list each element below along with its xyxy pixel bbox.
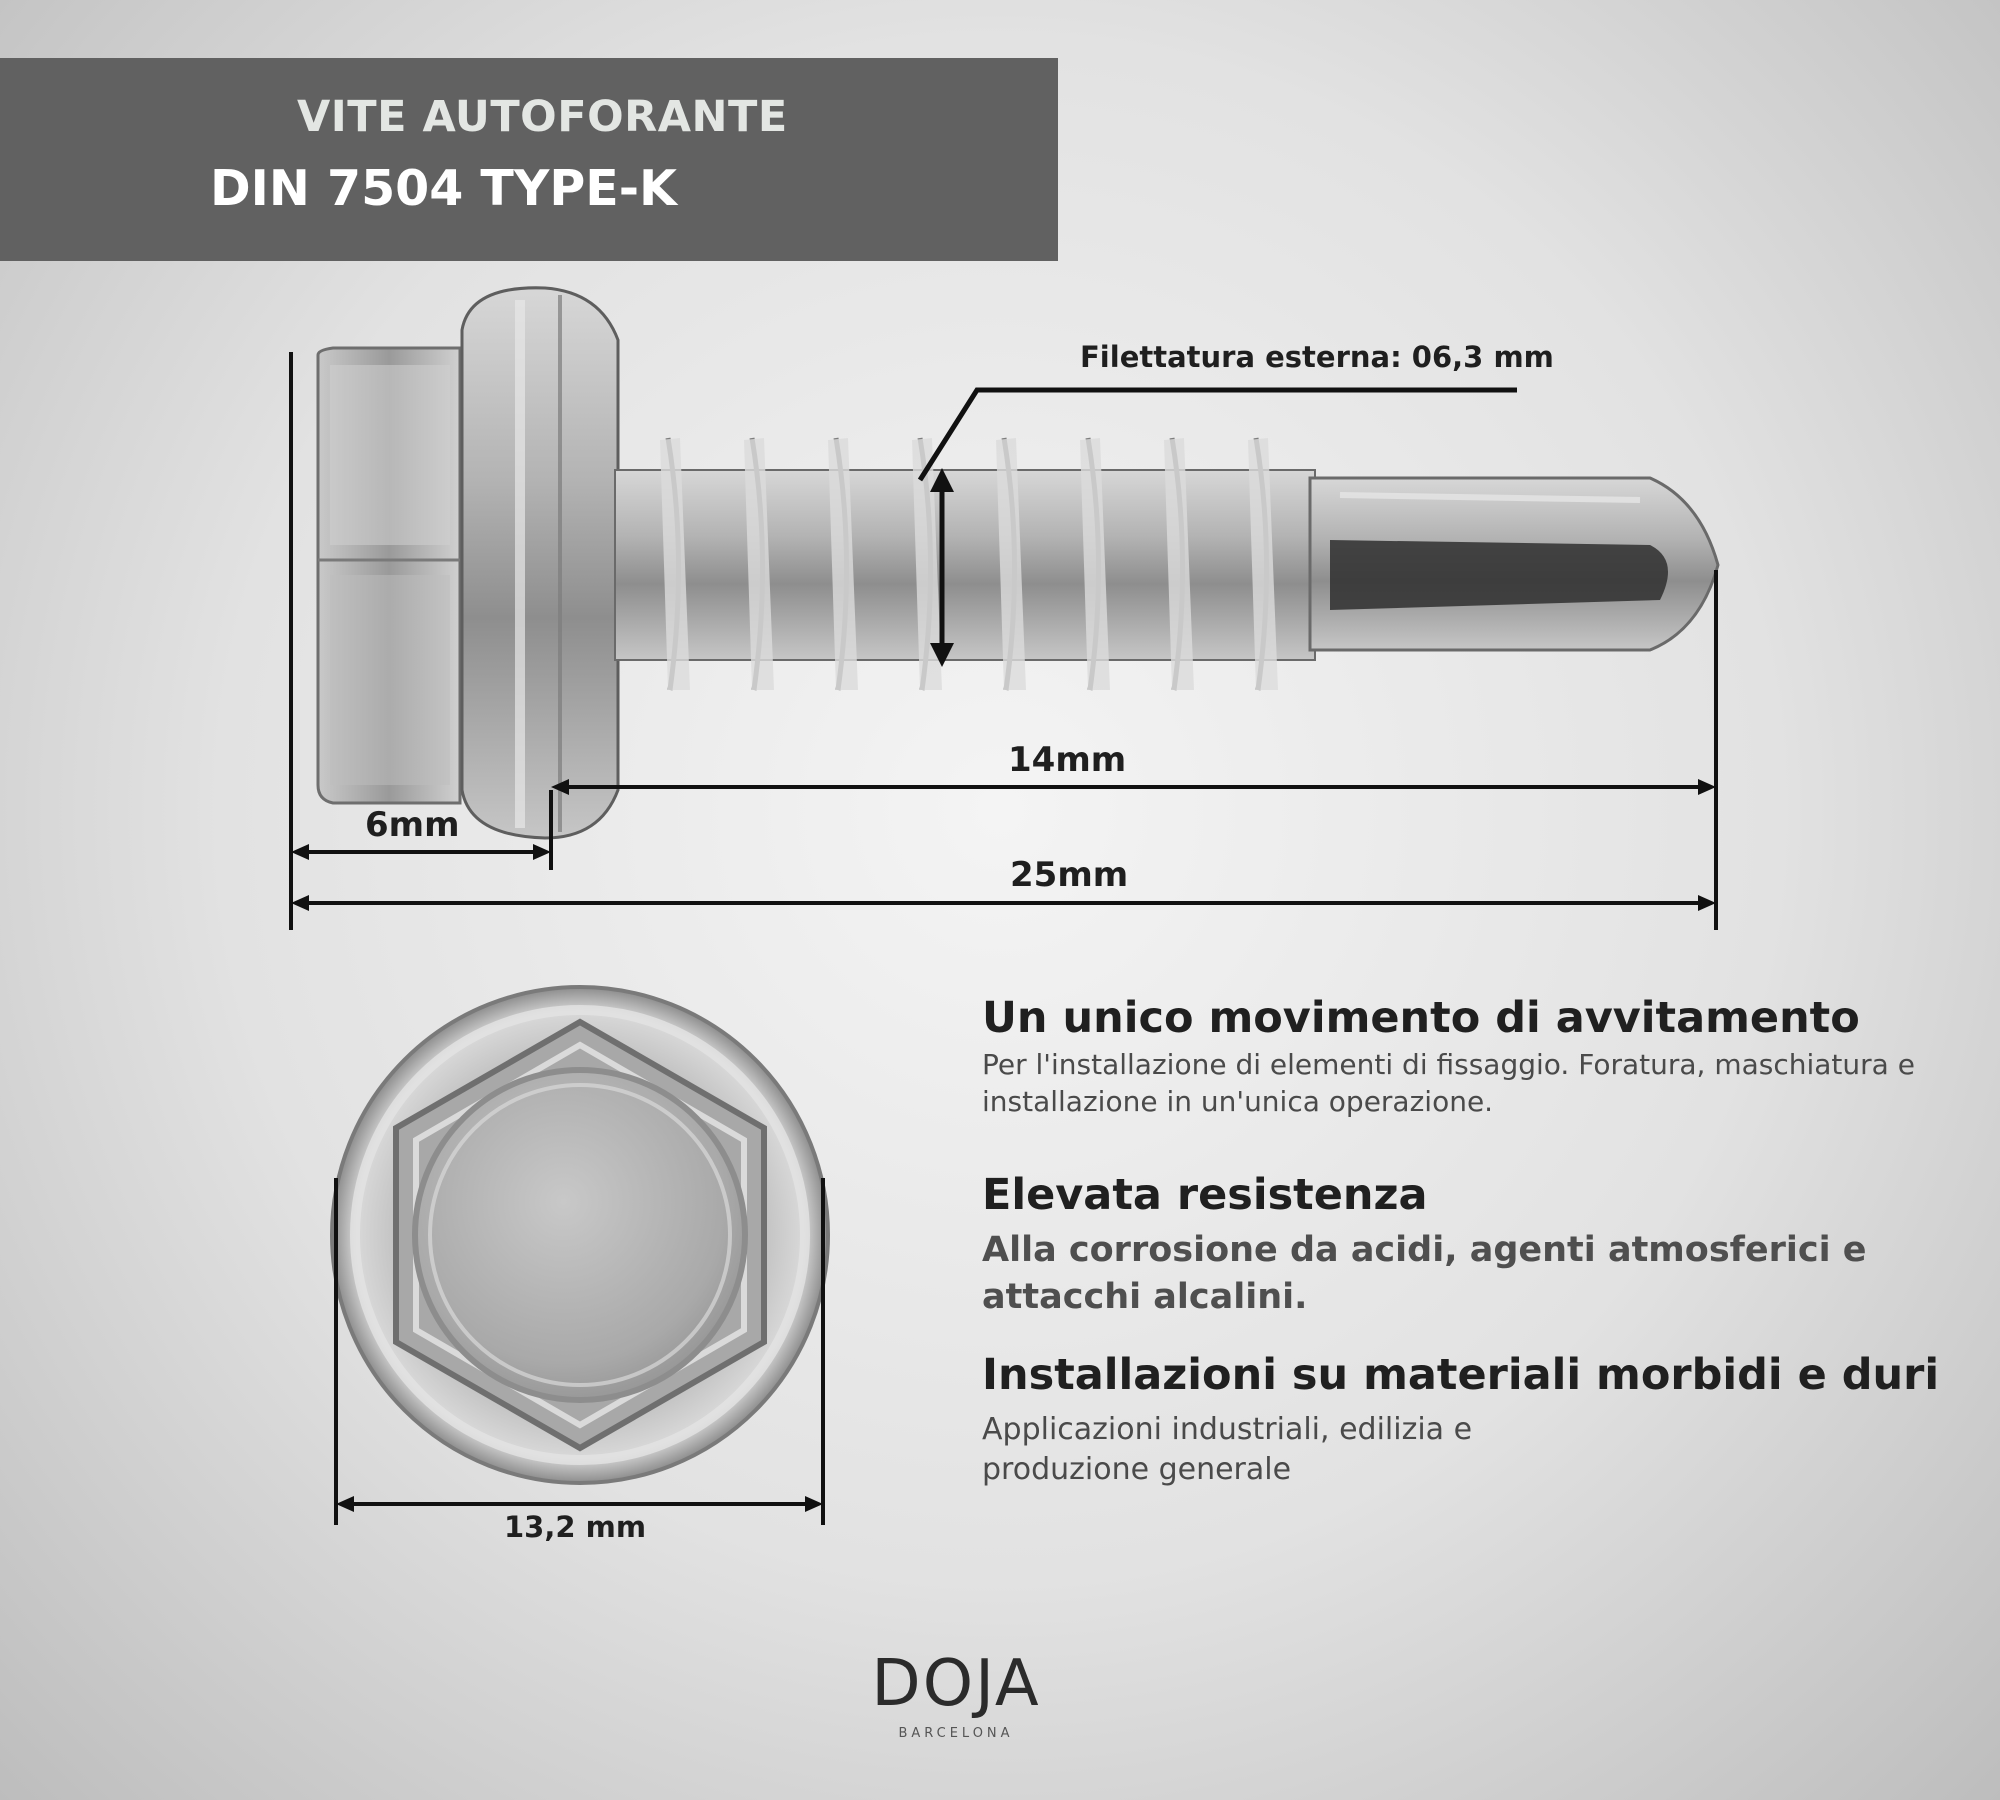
head-diameter-label: 13,2 mm: [504, 1510, 647, 1544]
thread-diameter-label: Filettatura esterna: 06,3 mm: [1080, 340, 1554, 374]
total-length-label: 25mm: [1010, 855, 1129, 895]
brand-logo: DOJA BARCELONA: [846, 1652, 1066, 1752]
banner-subtitle: VITE AUTOFORANTE: [297, 92, 788, 142]
screw-side-view: [316, 286, 1720, 840]
head-diameter-dimension: [334, 1178, 825, 1525]
banner-title: DIN 7504 TYPE-K: [210, 160, 678, 217]
head-height-label: 6mm: [365, 805, 460, 845]
dimension-lines: [289, 352, 1718, 930]
feature-description: Applicazioni industriali, edilizia e pro…: [982, 1412, 1473, 1487]
logo-wordmark: DOJA: [871, 1647, 1041, 1721]
title-banner: [0, 58, 1058, 261]
feature-title: Elevata resistenza: [982, 1170, 1428, 1220]
logo-subtitle: BARCELONA: [898, 1726, 1014, 1741]
feature-title: Un unico movimento di avvitamento: [982, 993, 1860, 1043]
thread-callout: [917, 387, 1517, 655]
shank-length-label: 14mm: [1008, 740, 1127, 780]
screw-top-view: [330, 985, 830, 1485]
feature-title: Installazioni su materiali morbidi e dur…: [982, 1350, 1940, 1400]
feature-description: Per l'installazione di elementi di fissa…: [982, 1048, 1915, 1119]
feature-description: Alla corrosione da acidi, agenti atmosfe…: [982, 1230, 1867, 1317]
